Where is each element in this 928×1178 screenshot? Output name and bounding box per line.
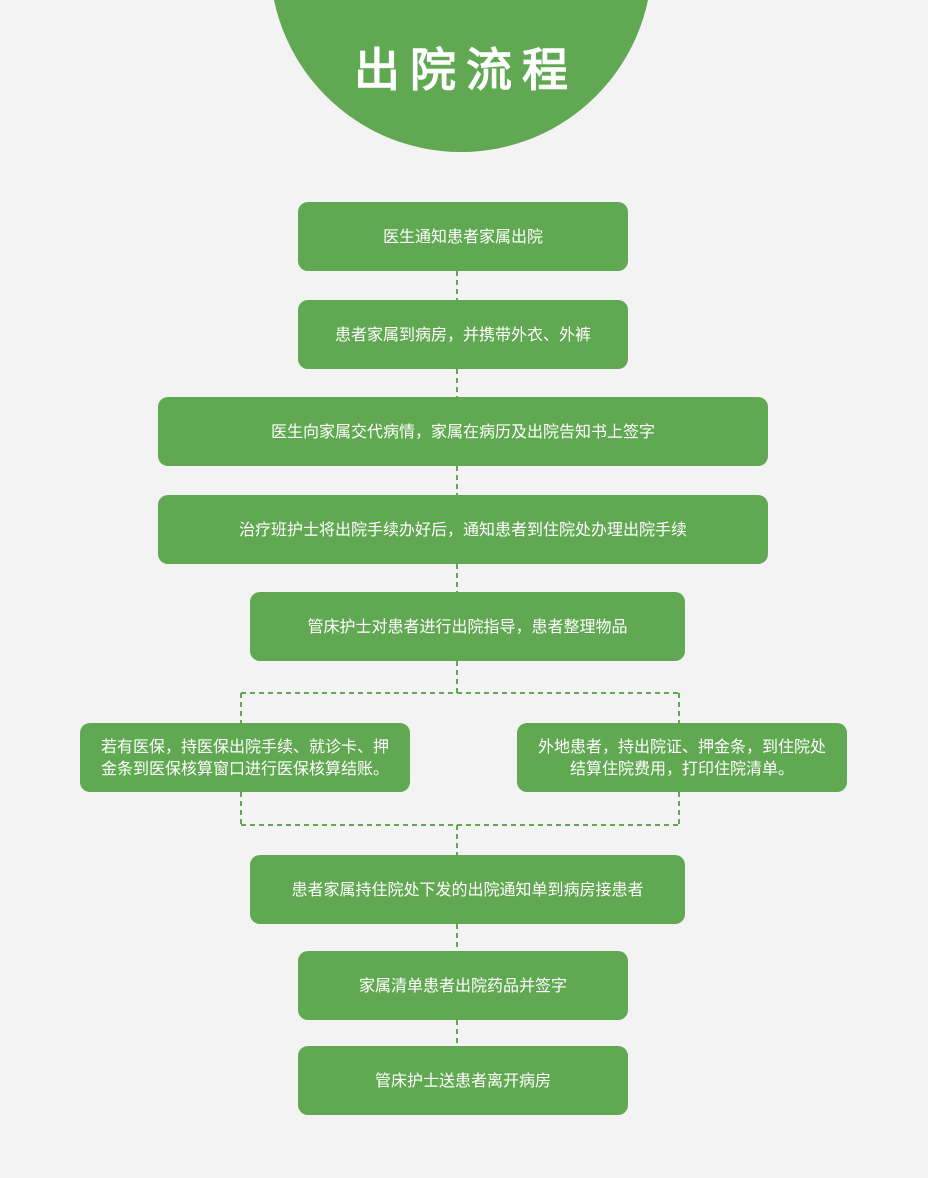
step-family-pickup: 患者家属持住院处下发的出院通知单到病房接患者 — [250, 855, 685, 924]
step-doctor-notify: 医生通知患者家属出院 — [298, 202, 628, 271]
step-branch-insurance: 若有医保，持医保出院手续、就诊卡、押金条到医保核算窗口进行医保核算结账。 — [80, 723, 410, 792]
step-discharge-guidance: 管床护士对患者进行出院指导，患者整理物品 — [250, 592, 685, 661]
step-family-arrive: 患者家属到病房，并携带外衣、外裤 — [298, 300, 628, 369]
step-medication-check: 家属清单患者出院药品并签字 — [298, 951, 628, 1020]
step-branch-nonlocal: 外地患者，持出院证、押金条，到住院处结算住院费用，打印住院清单。 — [517, 723, 847, 792]
step-nurse-send-off: 管床护士送患者离开病房 — [298, 1046, 628, 1115]
page-title: 出院流程 — [354, 43, 578, 97]
step-nurse-procedures: 治疗班护士将出院手续办好后，通知患者到住院处办理出院手续 — [158, 495, 768, 564]
step-doctor-explain: 医生向家属交代病情，家属在病历及出院告知书上签字 — [158, 397, 768, 466]
